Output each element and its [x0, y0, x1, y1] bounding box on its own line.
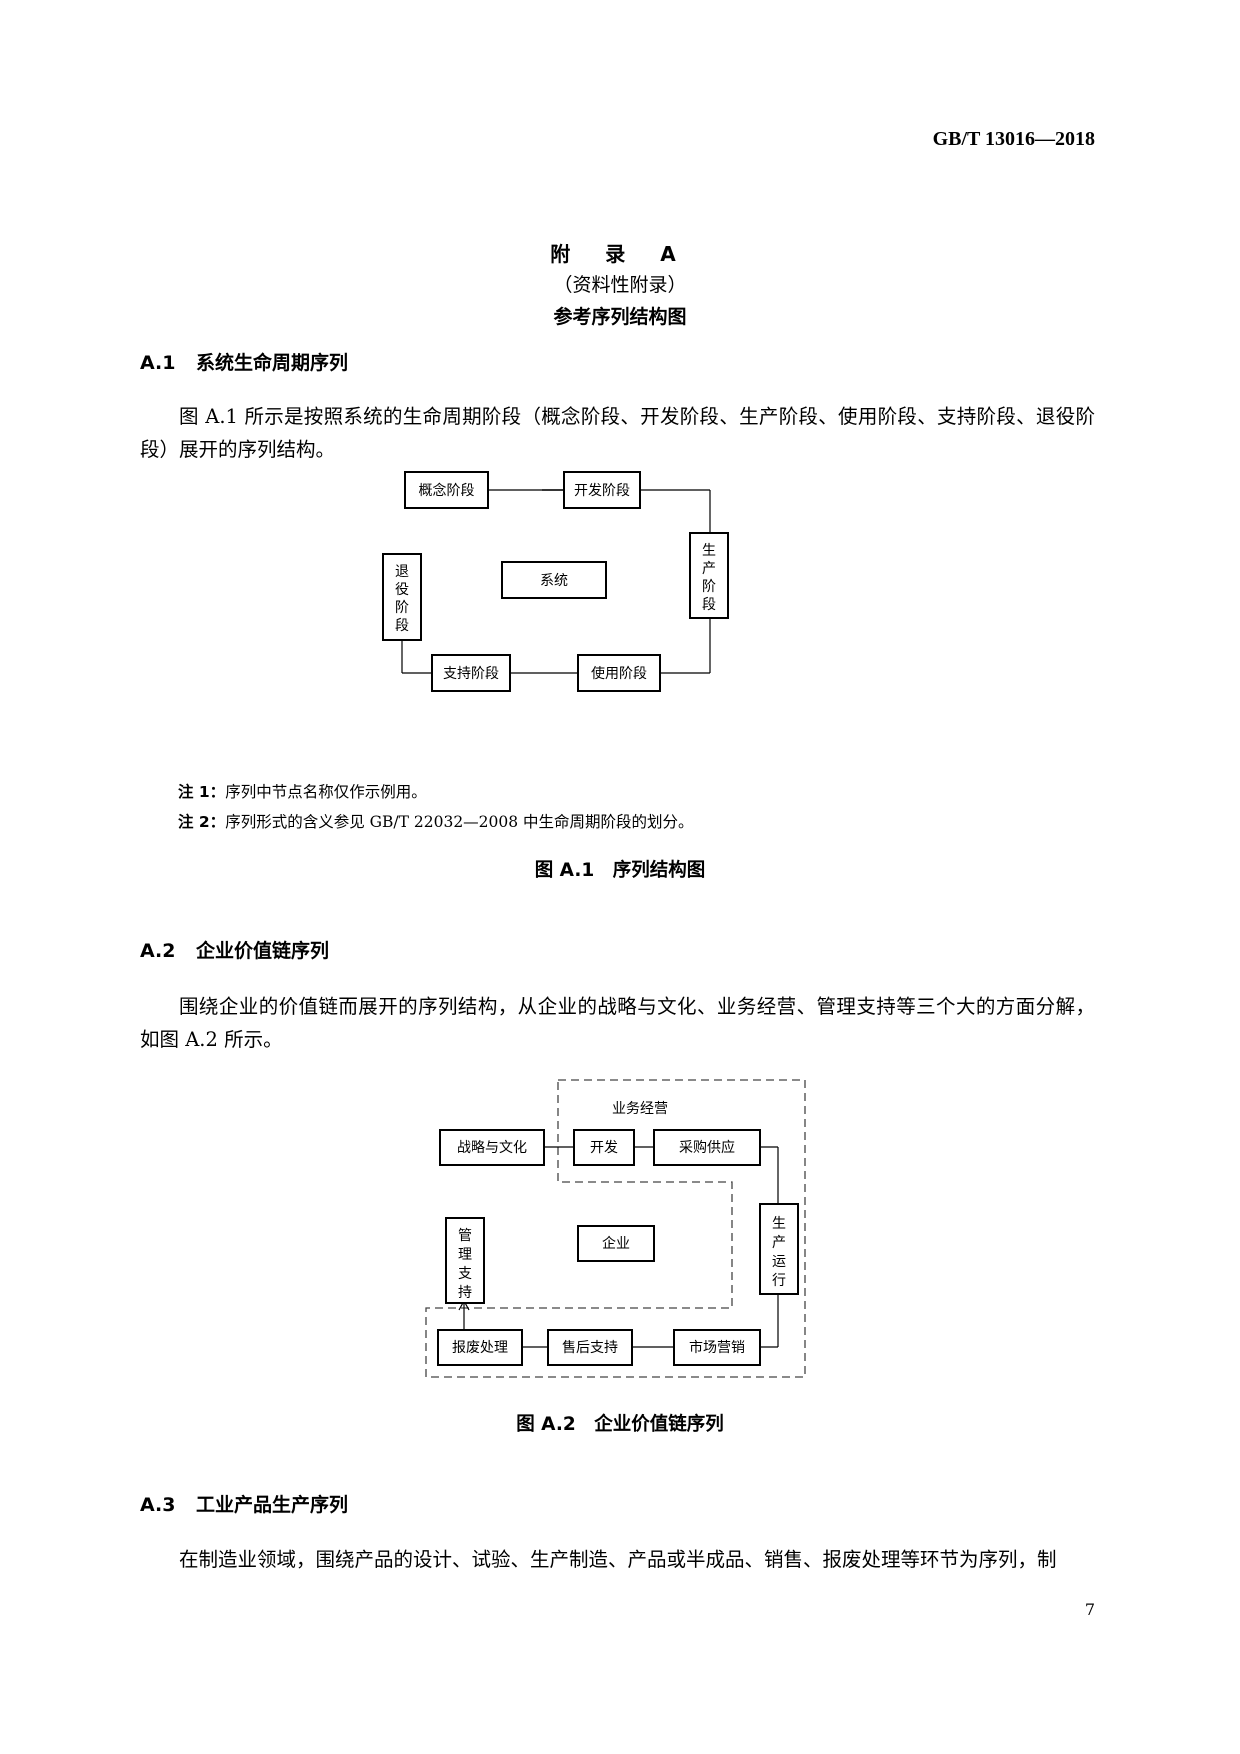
node-production-char: 产: [702, 561, 716, 577]
section-number: A.1: [140, 352, 176, 374]
section-paragraph-a3: 在制造业领域，围绕产品的设计、试验、生产制造、产品或半成品、销售、报废处理等环节…: [140, 1543, 1095, 1576]
node-center: [577, 1225, 655, 1262]
node-center: [501, 561, 607, 599]
business-operation-boundary: [425, 1079, 806, 1378]
node-scrap: [437, 1329, 523, 1366]
node-support-label: 支持阶段: [443, 666, 499, 682]
node-develop: [573, 1129, 635, 1166]
node-strategy: [439, 1129, 545, 1166]
node-use-label: 使用阶段: [591, 665, 647, 682]
section-title: 企业价值链序列: [196, 940, 330, 962]
node-management-char: 支: [458, 1266, 472, 1282]
note-text: 序列中节点名称仅作示例用。: [225, 783, 427, 801]
node-marketing: [673, 1329, 761, 1366]
figure-a2-caption: 图 A.2 企业价值链序列: [516, 1414, 724, 1435]
section-number: A.2: [140, 940, 176, 962]
node-aftersale-label: 售后支持: [562, 1340, 618, 1356]
node-management-char: 理: [458, 1247, 472, 1263]
node-production-char: 阶: [702, 579, 716, 595]
node-center-label: 系统: [540, 573, 568, 589]
paragraph-text: 在制造业领域，围绕产品的设计、试验、生产制造、产品或半成品、销售、报废处理等环节…: [179, 1548, 1057, 1571]
node-retire-char: 役: [395, 582, 409, 598]
standard-code: GB/T 13016—2018: [932, 128, 1095, 150]
figure-a1-note-2: 注 2：序列形式的含义参见 GB/T 22032—2008 中生命周期阶段的划分…: [178, 810, 694, 832]
figure-a1-caption: 图 A.1 序列结构图: [534, 860, 706, 881]
node-operation-char: 产: [772, 1235, 786, 1251]
paragraph-text: 图 A.1 所示是按照系统的生命周期阶段（概念阶段、开发阶段、生产阶段、使用阶段…: [140, 405, 1095, 461]
node-aftersale: [547, 1329, 633, 1366]
note-label: 注 1：: [178, 783, 226, 801]
node-management-char: 持: [458, 1285, 472, 1301]
node-retire-char: 段: [395, 618, 409, 634]
section-paragraph-a1: 图 A.1 所示是按照系统的生命周期阶段（概念阶段、开发阶段、生产阶段、使用阶段…: [140, 400, 1095, 466]
annex-title: 附 录 A: [550, 242, 690, 266]
node-operation: [759, 1203, 799, 1295]
node-retire-char: 退: [395, 564, 409, 580]
note-text: 序列形式的含义参见 GB/T 22032—2008 中生命周期阶段的划分。: [225, 813, 694, 831]
node-production-char: 生: [702, 543, 716, 559]
node-production-char: 段: [702, 597, 716, 613]
node-strategy-label: 战略与文化: [457, 1140, 527, 1156]
node-operation-char: 运: [772, 1254, 786, 1270]
note-label: 注 2：: [178, 813, 226, 831]
node-develop: [563, 471, 641, 509]
annex-subtitle: （资料性附录）: [553, 274, 687, 296]
node-scrap-label: 报废处理: [452, 1340, 508, 1356]
node-develop-label: 开发: [590, 1140, 618, 1156]
figure-a1-note-1: 注 1：序列中节点名称仅作示例用。: [178, 780, 427, 802]
section-heading-a1: A.1 系统生命周期序列: [140, 348, 348, 375]
section-heading-a3: A.3 工业产品生产序列: [140, 1490, 348, 1517]
node-center-label: 企业: [602, 1235, 630, 1252]
node-management-char: 管: [458, 1228, 472, 1244]
paragraph-text: 围绕企业的价值链而展开的序列结构，从企业的战略与文化、业务经营、管理支持等三个大…: [140, 995, 1095, 1051]
node-procure: [653, 1129, 761, 1166]
section-title: 工业产品生产序列: [196, 1494, 349, 1516]
node-develop-label: 开发阶段: [574, 483, 630, 499]
node-retire-char: 阶: [395, 600, 409, 616]
node-operation-char: 生: [772, 1216, 786, 1232]
node-procure-label: 采购供应: [679, 1139, 735, 1156]
page-number: 7: [1084, 1600, 1095, 1619]
node-use: [577, 654, 661, 692]
node-marketing-label: 市场营销: [689, 1339, 745, 1356]
node-concept-label: 概念阶段: [419, 482, 475, 499]
section-heading-a2: A.2 企业价值链序列: [140, 936, 329, 963]
node-operation-char: 行: [772, 1273, 786, 1289]
node-support: [431, 654, 511, 692]
section-paragraph-a2: 围绕企业的价值链而展开的序列结构，从企业的战略与文化、业务经营、管理支持等三个大…: [140, 990, 1095, 1056]
node-concept: [404, 471, 489, 509]
annex-name: 参考序列结构图: [553, 306, 687, 328]
node-production: [689, 532, 729, 619]
group-label: 业务经营: [612, 1101, 668, 1117]
section-number: A.3: [140, 1494, 176, 1516]
node-retire: [382, 553, 422, 641]
figure-a1-diagram: 概念阶段 开发阶段 生 产 阶 段 使用阶段 支持阶段 退 役 阶 段 系统: [382, 471, 729, 692]
figure-a2-diagram: 业务经营 战略与文化 开发 采购供应 生 产 运 行 管 理 支 持 企业 报废…: [425, 1079, 806, 1378]
node-management: [445, 1217, 485, 1304]
section-title: 系统生命周期序列: [196, 352, 349, 374]
